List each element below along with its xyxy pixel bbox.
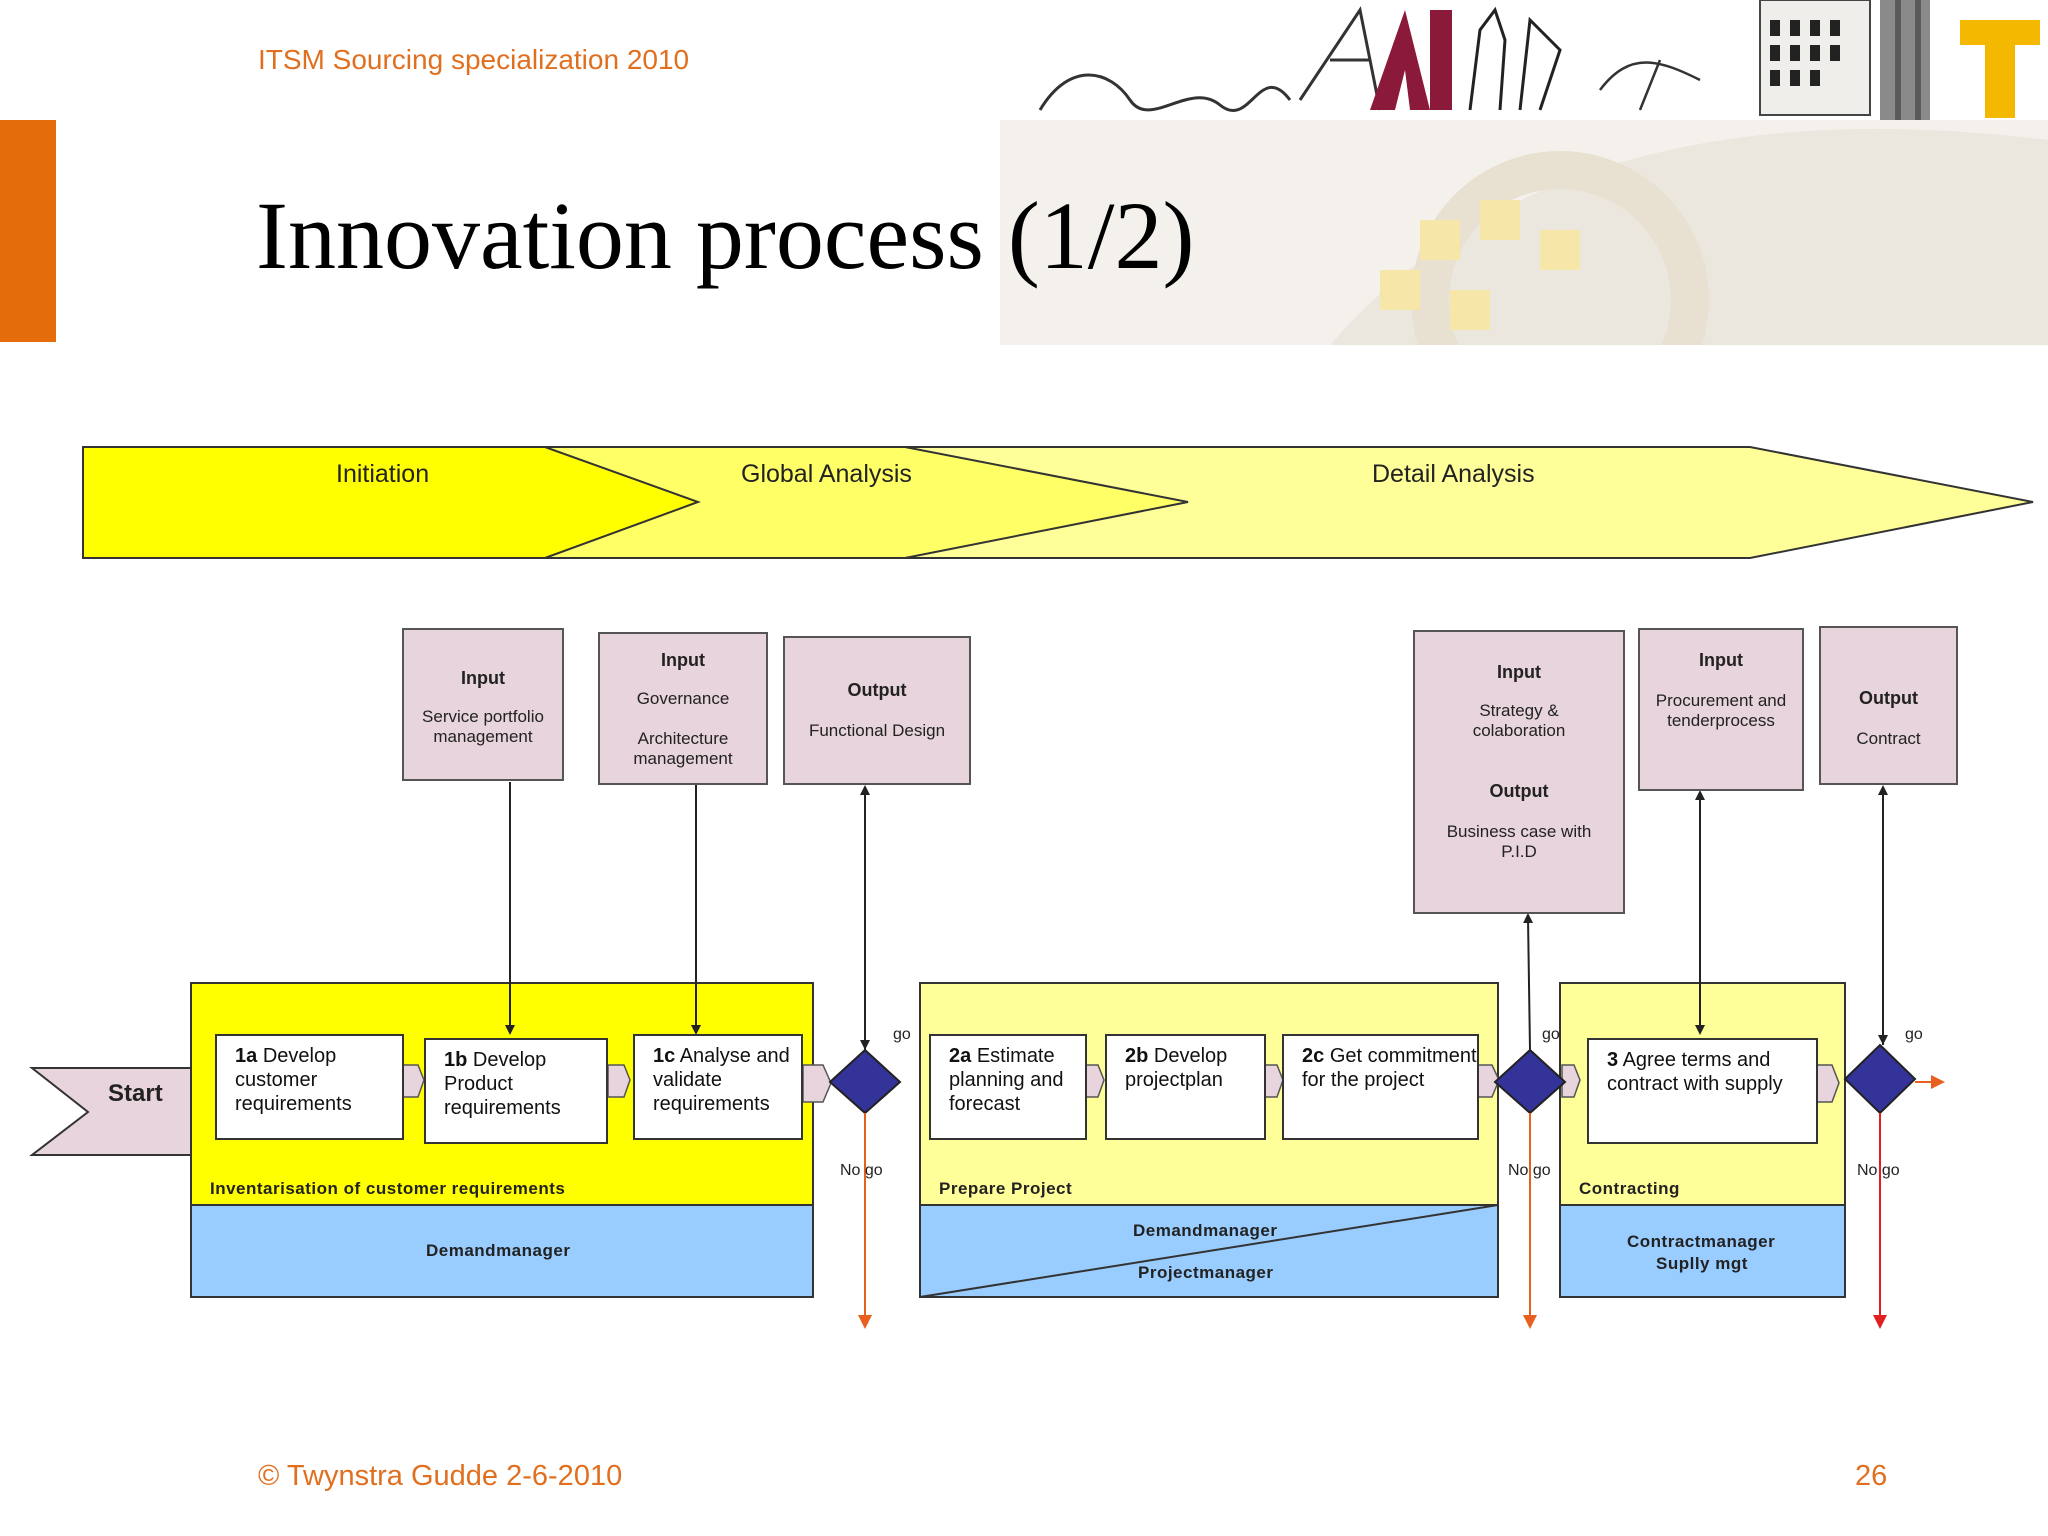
- step-text: Estimate planning and forecast: [949, 1045, 1064, 1115]
- output-box-contract: Output Contract: [1819, 626, 1958, 785]
- input-box-procurement: Input Procurement and tenderprocess: [1638, 628, 1804, 791]
- decision-2-go-label: go: [1542, 1026, 1560, 1043]
- role-projectmanager: Projectmanager: [1138, 1263, 1274, 1282]
- input-text: Procurement and tenderprocess: [1655, 691, 1787, 730]
- decision-diamond-2: [1493, 1048, 1567, 1115]
- step-text: Agree terms and contract with supply: [1607, 1049, 1783, 1095]
- step-text: Get commitment for the project: [1302, 1045, 1477, 1091]
- step-1b[interactable]: 1b Develop Product requirements: [424, 1038, 608, 1144]
- page-title: Innovation process (1/2): [256, 182, 1195, 289]
- role-lane-3: [1559, 1204, 1846, 1298]
- accent-bar: [0, 120, 56, 342]
- input-output-box-business-case: Input Strategy & colaboration Output Bus…: [1413, 630, 1625, 914]
- input-text-architecture: Architecture management: [633, 729, 733, 768]
- role-supply-mgt: Suplly mgt: [1656, 1254, 1748, 1273]
- step-number: 1b: [444, 1049, 468, 1071]
- input-text: Strategy & colaboration: [1472, 701, 1566, 740]
- input-heading: Input: [661, 650, 705, 670]
- decision-diamond-3: [1843, 1043, 1917, 1115]
- output-box-functional-design: Output Functional Design: [783, 636, 971, 785]
- footer-copyright: © Twynstra Gudde 2-6-2010: [258, 1460, 623, 1492]
- step-number: 2c: [1302, 1045, 1325, 1067]
- lane-label-prepare-project: Prepare Project: [939, 1179, 1073, 1198]
- output-heading: Output: [1489, 781, 1549, 801]
- step-number: 3: [1607, 1049, 1619, 1071]
- lane-label-inventarisation: Inventarisation of customer requirements: [210, 1179, 566, 1198]
- input-heading: Input: [1699, 650, 1743, 670]
- decision-3-go-label: go: [1905, 1026, 1923, 1043]
- phase-initiation-shape: [82, 446, 701, 559]
- phase-detail-analysis-label: Detail Analysis: [1372, 460, 1535, 488]
- decision-diamond-1: [828, 1048, 902, 1115]
- role-lane-1: [190, 1204, 814, 1298]
- output-text: Business case with P.I.D: [1446, 822, 1592, 861]
- output-text: Contract: [1856, 729, 1921, 748]
- step-2b[interactable]: 2b Develop projectplan: [1105, 1034, 1266, 1140]
- input-heading: Input: [1497, 662, 1541, 682]
- decision-3-nogo-label: No go: [1857, 1162, 1900, 1179]
- input-heading: Input: [461, 668, 505, 688]
- page-number: 26: [1855, 1460, 1888, 1492]
- output-heading: Output: [847, 680, 907, 700]
- input-box-service-portfolio: Input Service portfolio management: [402, 628, 564, 781]
- role-contractmanager: Contractmanager: [1627, 1232, 1776, 1251]
- step-2a[interactable]: 2a Estimate planning and forecast: [929, 1034, 1087, 1140]
- phase-initiation-label: Initiation: [336, 460, 430, 488]
- step-number: 2a: [949, 1045, 972, 1067]
- decision-2-nogo-label: No go: [1508, 1162, 1551, 1179]
- start-label: Start: [108, 1080, 163, 1107]
- start-shape: [29, 1067, 193, 1156]
- step-text: Analyse and validate requirements: [653, 1045, 790, 1115]
- input-text: Service portfolio management: [422, 707, 544, 746]
- step-text: Develop Product requirements: [444, 1049, 561, 1119]
- role-demandmanager-2: Demandmanager: [1133, 1221, 1278, 1240]
- lane-label-contracting: Contracting: [1579, 1179, 1680, 1198]
- step-text: Develop projectplan: [1125, 1045, 1228, 1091]
- step-text: Develop customer requirements: [235, 1045, 352, 1115]
- decision-1-nogo-label: No go: [840, 1162, 883, 1179]
- step-3[interactable]: 3 Agree terms and contract with supply: [1587, 1038, 1818, 1144]
- output-heading: Output: [1859, 688, 1918, 708]
- step-number: 1a: [235, 1045, 258, 1067]
- step-number: 2b: [1125, 1045, 1149, 1067]
- input-text-governance: Governance: [636, 689, 730, 708]
- output-text: Functional Design: [808, 721, 946, 740]
- step-1a[interactable]: 1a Develop customer requirements: [215, 1034, 404, 1140]
- phase-global-analysis-label: Global Analysis: [741, 460, 912, 488]
- sketch-banner-decoration: [1000, 0, 2048, 345]
- decision-1-go-label: go: [893, 1026, 911, 1043]
- input-box-governance: Input Governance Architecture management: [598, 632, 768, 785]
- course-header: ITSM Sourcing specialization 2010: [258, 44, 690, 75]
- step-2c[interactable]: 2c Get commitment for the project: [1282, 1034, 1479, 1140]
- step-number: 1c: [653, 1045, 676, 1067]
- role-demandmanager: Demandmanager: [426, 1241, 571, 1260]
- step-1c[interactable]: 1c Analyse and validate requirements: [633, 1034, 803, 1140]
